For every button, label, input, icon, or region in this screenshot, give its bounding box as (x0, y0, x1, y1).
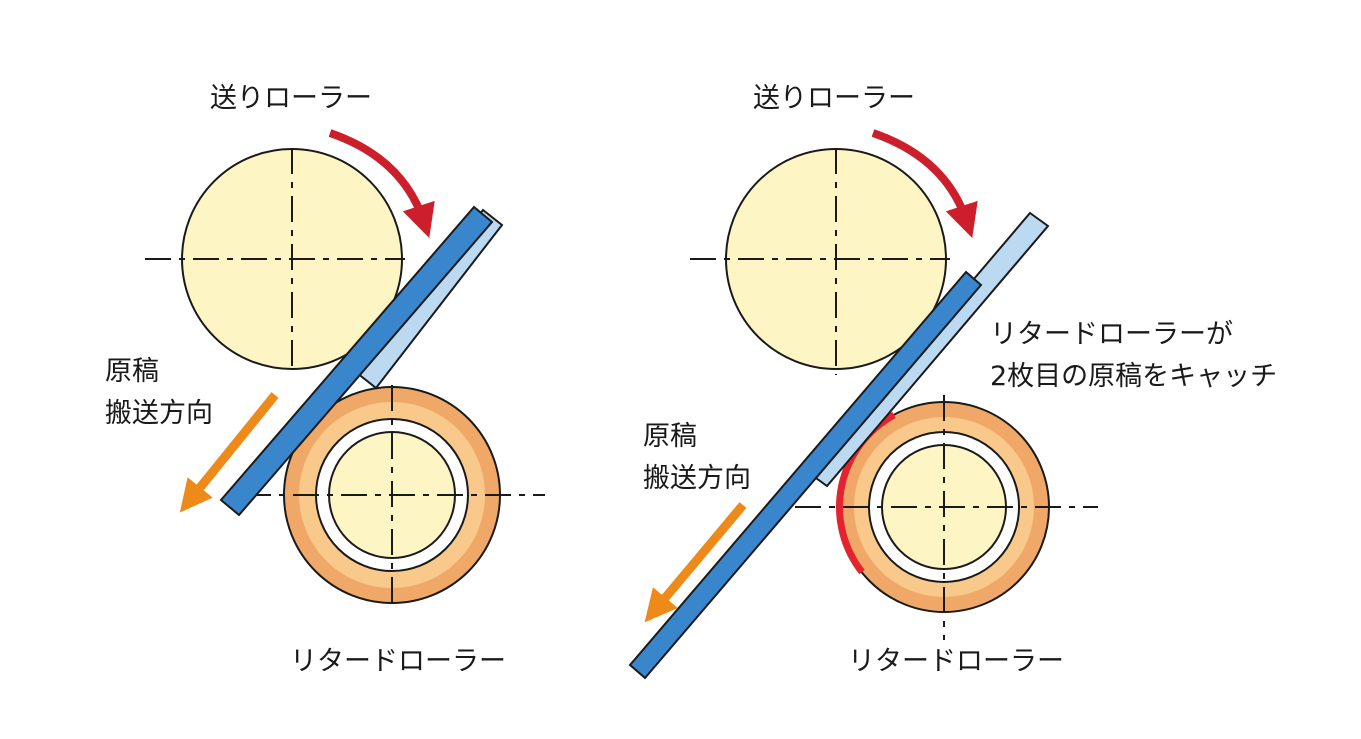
left-direction-label-line1: 原稿 (105, 356, 159, 387)
left-feed-roller (145, 148, 405, 372)
right-feed-roller-label: 送りローラー (753, 83, 915, 114)
right-paper-stack (628, 211, 1050, 680)
left-panel: 送りローラー 原稿 搬送方向 リタードローラー (105, 83, 545, 677)
left-direction-arrow (179, 392, 279, 513)
right-direction-label-line1: 原稿 (643, 421, 697, 452)
right-feed-roller (690, 148, 950, 375)
left-feed-roller-label: 送りローラー (210, 83, 372, 114)
right-panel: 送りローラー リタードローラーが 2枚目の原稿をキャッチ 原稿 搬送方向 リター… (628, 83, 1277, 680)
right-retard-roller-label: リタードローラー (848, 646, 1064, 677)
right-note-line1: リタードローラーが (990, 319, 1233, 350)
left-retard-roller-label: リタードローラー (290, 646, 506, 677)
right-rotation-arrow (871, 129, 978, 238)
right-direction-label-line2: 搬送方向 (643, 463, 751, 494)
right-direction-arrow (644, 502, 747, 623)
left-paper-stack (219, 205, 504, 517)
right-retard-roller (795, 395, 1098, 640)
right-note-line2: 2枚目の原稿をキャッチ (990, 361, 1277, 392)
left-retard-roller (245, 385, 545, 605)
left-direction-label-line2: 搬送方向 (105, 398, 213, 429)
left-rotation-arrow (328, 129, 435, 238)
